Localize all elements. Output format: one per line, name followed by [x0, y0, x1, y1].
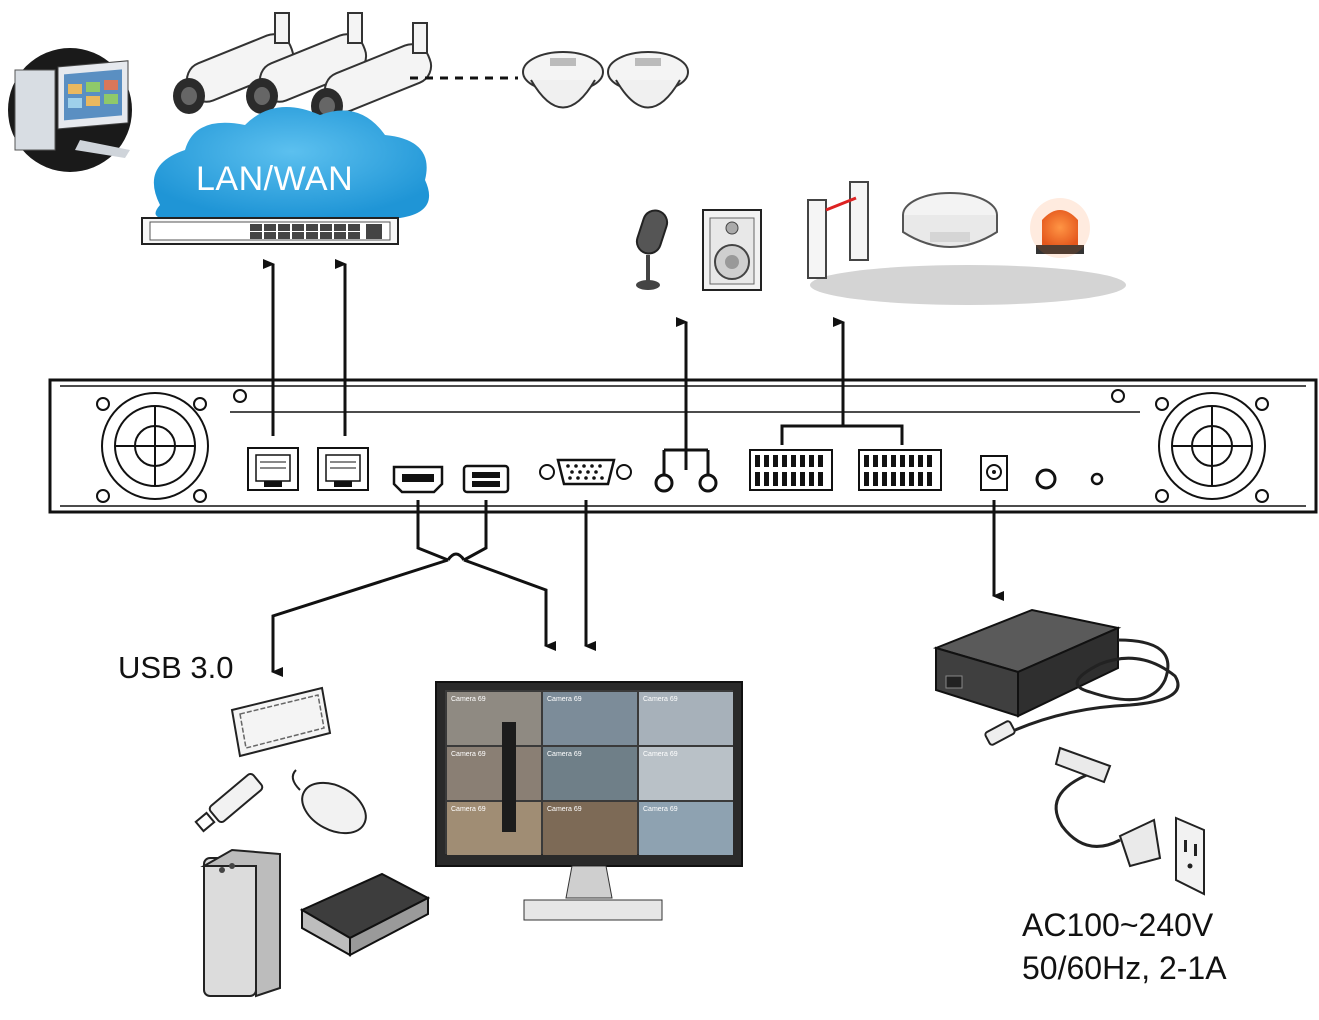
dc-power-jack-icon — [980, 455, 1008, 491]
terminal-block-icon — [749, 449, 833, 491]
camera-tile — [447, 802, 541, 855]
cloud-icon — [153, 107, 430, 219]
usb-port-icon — [462, 464, 510, 494]
audio-jack-icon — [654, 473, 718, 493]
usb-flash-drive-icon — [194, 772, 264, 833]
camera-tile — [543, 747, 637, 800]
alarm-light-icon — [1030, 198, 1090, 258]
smoke-detector-icon — [902, 192, 998, 248]
bullet-camera-icon — [311, 22, 433, 124]
wall-outlet-icon — [1175, 816, 1205, 896]
bullet-camera-icon — [173, 12, 295, 114]
microphone-icon — [635, 209, 669, 290]
camera-tile — [639, 692, 733, 745]
power-button-icon — [1035, 468, 1057, 490]
camera-tile — [543, 692, 637, 745]
playback-toolbar — [502, 722, 516, 832]
camera-tile-label: Camera 69 — [451, 806, 486, 813]
network-label: LAN/WAN — [196, 160, 354, 198]
mouse-icon — [291, 769, 367, 835]
network-switch-icon — [141, 217, 399, 245]
fan-grille-icon — [96, 392, 209, 503]
power-spec-voltage-label: AC100~240V — [1022, 907, 1214, 943]
workstation-pc-icon — [8, 48, 132, 172]
portable-hard-drive-icon — [299, 872, 431, 957]
camera-tile — [447, 747, 541, 800]
dome-camera-icon — [607, 51, 689, 109]
keyboard-icon — [230, 686, 332, 758]
dome-camera-icon — [522, 51, 604, 109]
ethernet-port-icon — [317, 447, 369, 491]
camera-tile — [639, 802, 733, 855]
nvr-rear-panel — [48, 378, 1318, 514]
camera-tile — [543, 802, 637, 855]
camera-tile-label: Camera 69 — [547, 806, 582, 813]
camera-tile-label: Camera 69 — [643, 696, 678, 703]
external-hard-drive-icon — [200, 848, 281, 998]
bullet-camera-icon — [246, 12, 368, 114]
camera-tile-label: Camera 69 — [643, 751, 678, 758]
power-cable-icon — [984, 638, 1180, 868]
camera-tile-label: Camera 69 — [451, 696, 486, 703]
camera-grid: Camera 69 Camera 69 Camera 69 Camera 69 Came… — [447, 692, 733, 855]
camera-tile — [639, 747, 733, 800]
hdmi-port-icon — [392, 465, 444, 494]
ethernet-port-icon — [247, 447, 299, 491]
power-adapter-icon — [932, 608, 1122, 718]
camera-tile-label: Camera 69 — [547, 751, 582, 758]
camera-tile — [447, 692, 541, 745]
terminal-block-icon — [858, 449, 942, 491]
camera-tile-label: Camera 69 — [547, 696, 582, 703]
door-sensor-icon — [807, 181, 869, 279]
fan-grille-icon — [1155, 392, 1269, 503]
connection-lines — [263, 259, 1004, 677]
usb-label: USB 3.0 — [118, 650, 234, 685]
camera-tile-label: Camera 69 — [451, 751, 486, 758]
speaker-icon — [702, 209, 762, 291]
power-spec-frequency-label: 50/60Hz, 2-1A — [1022, 950, 1227, 986]
vga-port-icon — [539, 458, 632, 486]
sensor-shadow — [810, 265, 1126, 305]
camera-tile-label: Camera 69 — [643, 806, 678, 813]
reset-button-icon — [1090, 472, 1104, 486]
